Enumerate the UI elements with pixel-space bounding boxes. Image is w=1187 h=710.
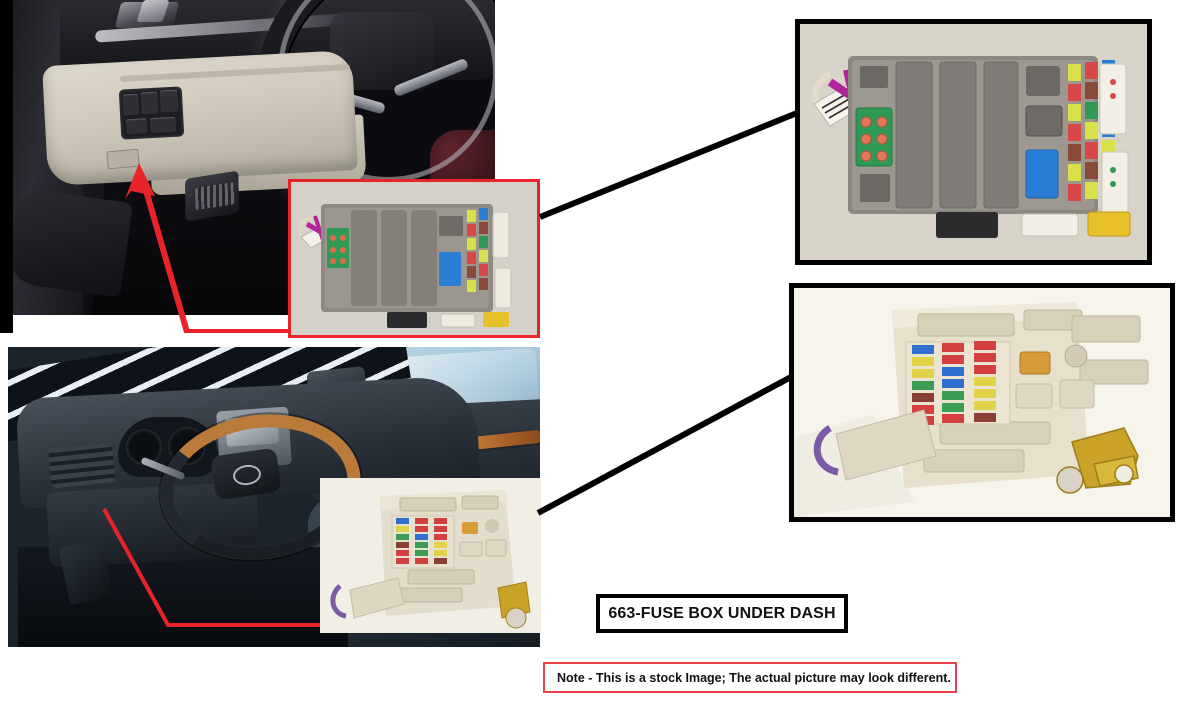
dash-switch-5 <box>150 116 177 134</box>
gauge-right <box>168 427 206 465</box>
purple-wire-loop-large <box>813 425 839 476</box>
connector-line-bottom <box>536 374 793 516</box>
switch-pad <box>118 86 185 140</box>
inset-fusebox-gray <box>288 179 540 338</box>
red-leader-line <box>102 508 320 627</box>
fusebox-gray-art-large <box>800 24 1147 260</box>
fuse-access-door <box>106 148 140 170</box>
dash-switch-2 <box>140 91 159 115</box>
fusebox-cream-art-large <box>794 288 1170 517</box>
brass-bracket <box>1056 427 1139 494</box>
dash-switch-3 <box>159 89 178 113</box>
stock-image-note-text: Note - This is a stock Image; The actual… <box>557 670 951 685</box>
purple-wire-loop <box>330 584 347 619</box>
door-sill <box>5 187 134 298</box>
part-title-box: 663-FUSE BOX UNDER DASH <box>596 594 848 633</box>
fuse-columns <box>912 341 996 425</box>
fusebox-cream-art-small <box>320 478 541 633</box>
dash-switch-1 <box>122 93 140 116</box>
photo-left-edge <box>0 0 13 333</box>
instrument-cluster <box>118 417 218 477</box>
photo-fusebox-gray-enlarged <box>795 19 1152 265</box>
inset-fusebox-cream <box>320 478 541 633</box>
connector-line-top <box>538 110 799 220</box>
dash-switch-4 <box>126 118 148 135</box>
fusebox-gray-art-small <box>291 182 537 335</box>
stock-image-note-box: Note - This is a stock Image; The actual… <box>543 662 957 693</box>
photo-fusebox-cream-enlarged <box>789 283 1175 522</box>
part-title-text: 663-FUSE BOX UNDER DASH <box>608 604 836 622</box>
